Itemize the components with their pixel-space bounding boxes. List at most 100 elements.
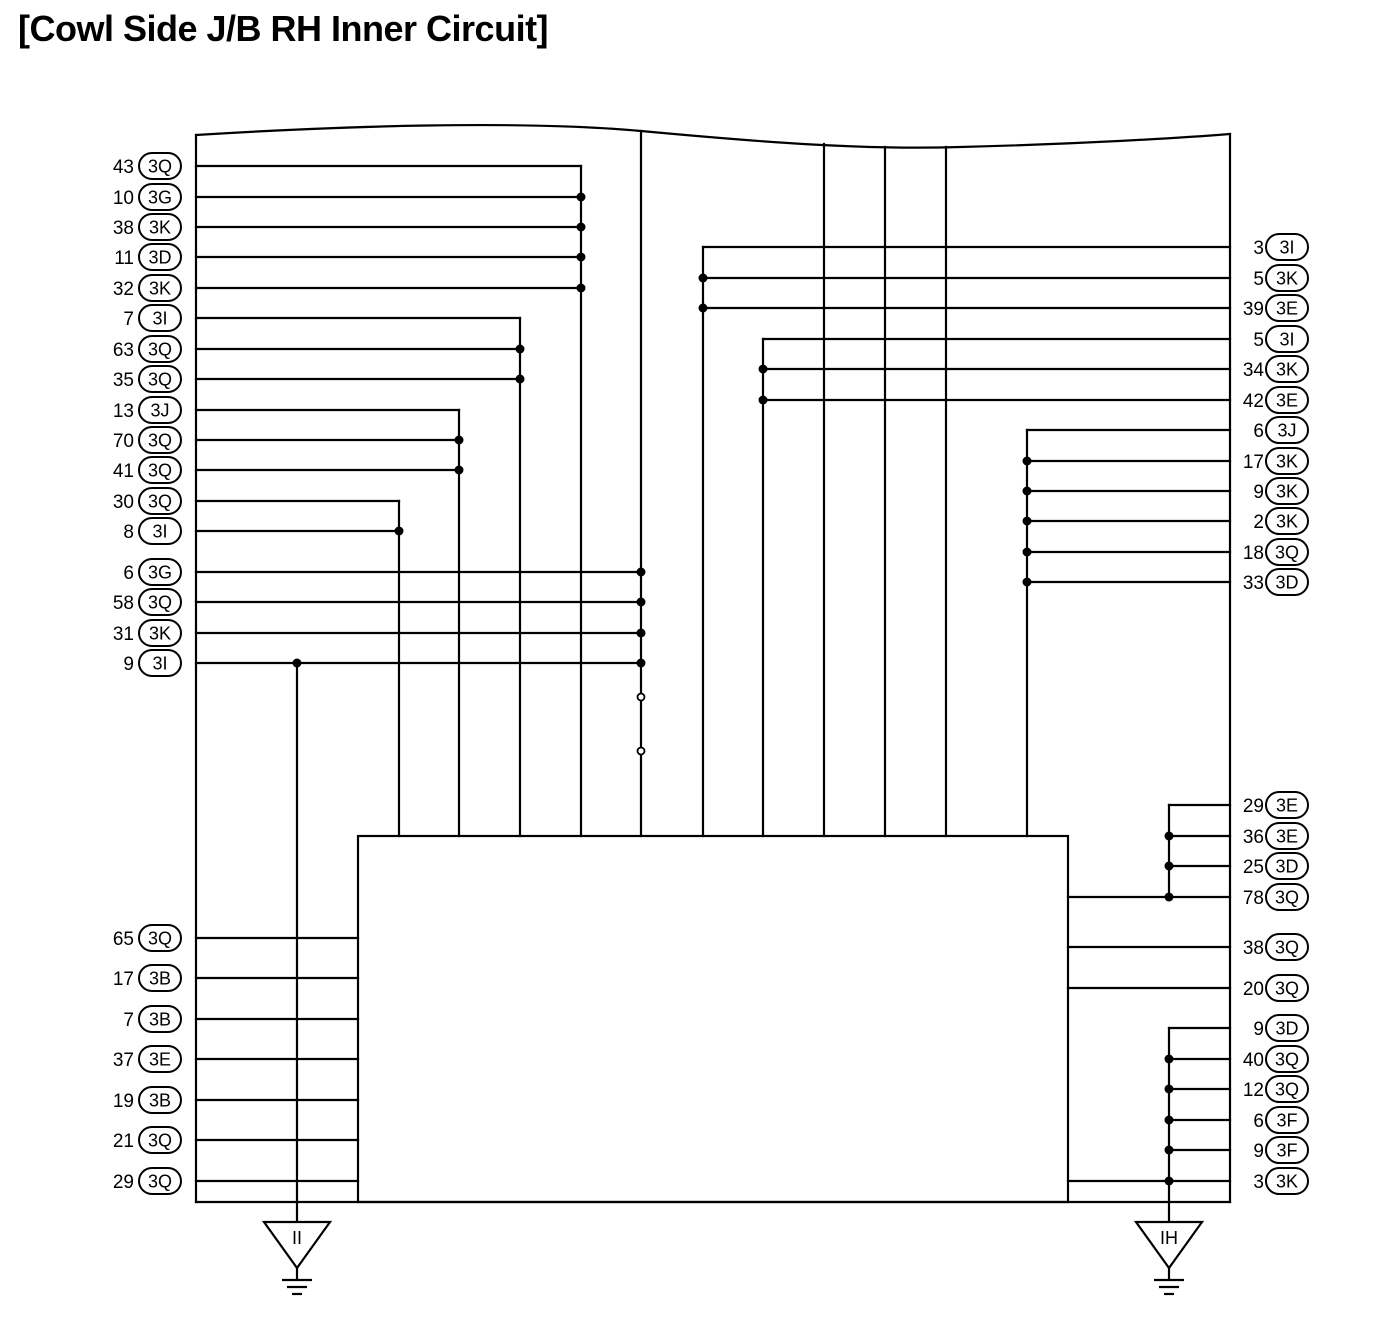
connector-oval <box>1265 852 1309 880</box>
terminal-pin-number: 38 <box>1243 938 1264 959</box>
connector-oval <box>138 426 182 454</box>
internal-module-box <box>356 834 1070 1204</box>
connector-code: 3Q <box>148 593 172 613</box>
connector-oval <box>1265 974 1309 1002</box>
connector-code: 3D <box>1275 857 1298 877</box>
connector-oval <box>138 1126 182 1154</box>
connector-code: 3D <box>148 248 171 268</box>
connector-code: 3Q <box>148 1172 172 1192</box>
connector-oval <box>1265 1075 1309 1103</box>
junction-dot <box>1164 1145 1174 1155</box>
connector-oval <box>138 213 182 241</box>
connector-code: 3Q <box>148 340 172 360</box>
terminal-pin-number: 13 <box>113 401 134 422</box>
junction-dot <box>1022 516 1032 526</box>
connector-oval <box>1265 883 1309 911</box>
ground-symbol: II <box>261 1220 333 1296</box>
connector-oval <box>1265 1167 1309 1195</box>
connector-oval <box>138 1005 182 1033</box>
terminal-pin-number: 3 <box>1253 238 1264 259</box>
connector-code: 3F <box>1276 1111 1297 1131</box>
terminal-left: 31 3K <box>113 619 182 647</box>
ground-symbol: IH <box>1133 1220 1205 1296</box>
terminal-pin-number: 34 <box>1243 360 1265 381</box>
terminal-right: 6 3F <box>1253 1106 1309 1134</box>
terminal-pin-number: 18 <box>1243 543 1264 564</box>
connector-code: 3K <box>1276 360 1298 380</box>
terminal-pin-number: 32 <box>113 279 134 300</box>
terminal-pin-number: 5 <box>1253 330 1264 351</box>
connector-code: 3K <box>149 279 171 299</box>
terminal-pin-number: 65 <box>113 929 134 950</box>
junction-dot <box>1164 1115 1174 1125</box>
terminal-pin-number: 58 <box>113 593 134 614</box>
junction-dots <box>292 192 1174 1186</box>
connector-code: 3E <box>1276 391 1298 411</box>
connector-oval <box>138 152 182 180</box>
connector-oval <box>138 335 182 363</box>
connector-code: 3B <box>149 969 171 989</box>
connector-oval <box>1265 933 1309 961</box>
terminal-pin-number: 12 <box>1243 1080 1264 1101</box>
junction-dot <box>454 465 464 475</box>
terminal-pin-number: 2 <box>1253 512 1264 533</box>
junction-dot <box>758 364 768 374</box>
terminal-pin-number: 11 <box>114 248 134 269</box>
junction-dot <box>515 344 525 354</box>
terminal-pin-number: 43 <box>113 157 134 178</box>
terminal-pin-number: 40 <box>1243 1050 1264 1071</box>
junction-dot <box>636 658 646 668</box>
connector-oval <box>1265 233 1309 261</box>
connector-oval <box>1265 1136 1309 1164</box>
terminal-pin-number: 5 <box>1253 269 1264 290</box>
terminal-left: 13 3J <box>113 396 182 424</box>
connector-oval <box>1265 538 1309 566</box>
terminal-pin-number: 35 <box>113 370 134 391</box>
connector-oval <box>138 558 182 586</box>
connector-oval <box>1265 791 1309 819</box>
terminal-pin-number: 25 <box>1243 857 1264 878</box>
junction-dot <box>576 252 586 262</box>
terminal-pin-number: 21 <box>113 1131 134 1152</box>
page-title: [Cowl Side J/B RH Inner Circuit] <box>18 8 549 49</box>
terminal-pin-number: 6 <box>1253 1111 1264 1132</box>
terminal-pin-number: 7 <box>123 1010 134 1031</box>
terminal-pin-number: 31 <box>113 624 134 645</box>
junction-dot <box>576 192 586 202</box>
wiring <box>194 123 1232 1224</box>
terminal-left: 32 3K <box>113 274 182 302</box>
terminal-pin-number: 17 <box>113 969 134 990</box>
open-junction <box>636 692 646 702</box>
terminal-pin-number: 7 <box>123 309 134 330</box>
connector-code: 3Q <box>1275 979 1299 999</box>
terminal-left: 58 3Q <box>113 588 182 616</box>
block-top-edge <box>194 123 1232 149</box>
connector-oval <box>138 924 182 952</box>
connector-code: 3J <box>150 401 169 421</box>
connector-oval <box>1265 822 1309 850</box>
connector-code: 3G <box>148 563 172 583</box>
connector-code: 3K <box>149 624 171 644</box>
terminal-pin-number: 9 <box>123 654 134 675</box>
connector-code: 3E <box>1276 299 1298 319</box>
terminal-pin-number: 6 <box>1253 421 1264 442</box>
connector-oval <box>138 243 182 271</box>
connector-code: 3Q <box>148 1131 172 1151</box>
junction-dot <box>1164 1084 1174 1094</box>
terminal-pin-number: 78 <box>1243 888 1264 909</box>
